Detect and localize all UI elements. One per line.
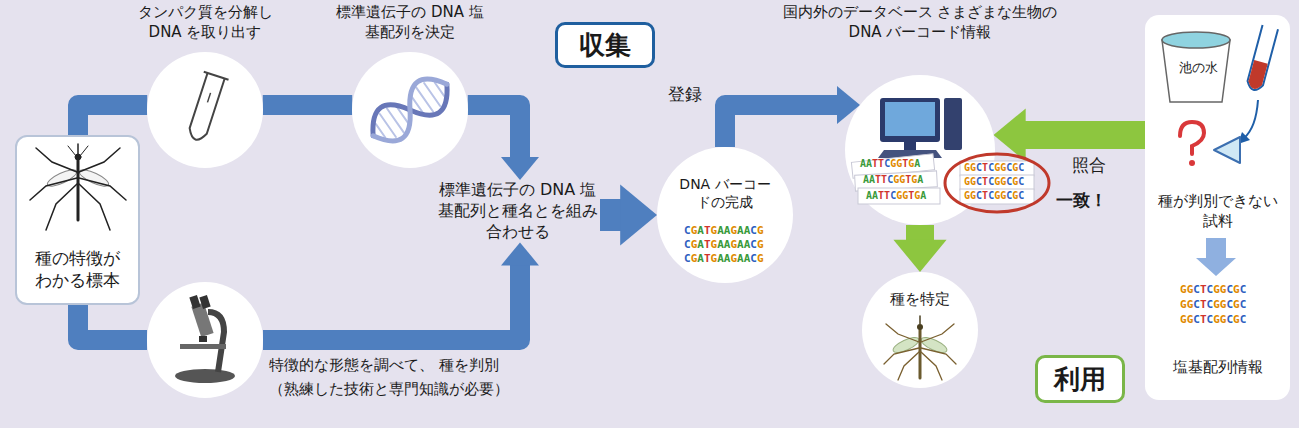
sequence-text: AATTCGGTGA xyxy=(866,190,926,202)
question-mark-dot xyxy=(1189,160,1195,166)
flow-band xyxy=(906,225,934,241)
circle-shape xyxy=(147,282,263,398)
arrow-head xyxy=(893,240,946,272)
flow-band xyxy=(78,105,147,135)
mosquito-icon xyxy=(884,316,956,380)
match-ring xyxy=(945,154,1049,212)
flow-arrow xyxy=(263,242,539,340)
circle-shape xyxy=(862,272,978,388)
computer-icon xyxy=(878,98,962,158)
circle-shape xyxy=(147,52,263,168)
flow-band xyxy=(600,199,621,231)
sequence-text: GGCTCGGCGC xyxy=(1180,283,1246,296)
node-text: 種の特徴がわかる標本 xyxy=(17,247,138,291)
node-text: 標準遺伝子の DNA 塩基配列を決定 xyxy=(330,3,490,42)
flow-arrow xyxy=(78,105,147,135)
node-text: 種を特定 xyxy=(862,290,978,310)
sequence-card xyxy=(851,154,1034,204)
sample-tube-icon xyxy=(1246,25,1278,92)
arrow-head xyxy=(993,108,1025,161)
node-text: 収集 xyxy=(579,32,631,58)
sequence-text: GGCTCGGCGC xyxy=(964,162,1024,174)
sequence-text: GGCTCGGCGC xyxy=(1180,298,1246,311)
node-text: タンパク質を分解し DNA を取り出す xyxy=(133,3,277,42)
node-text: DNA バーコードの完成 xyxy=(675,175,775,211)
arrow-head xyxy=(501,157,539,180)
sequence-text: GGCTCGGCGC xyxy=(964,190,1024,202)
test-tube-icon xyxy=(183,72,228,144)
flow-band xyxy=(1025,121,1145,149)
flow-arrow xyxy=(600,185,657,246)
sequence-text: AATTCGGTGA xyxy=(860,158,920,170)
microscope-icon xyxy=(175,295,235,383)
node-text: 種が判別できない試料 xyxy=(1155,192,1280,231)
sequence-text: CGATGAAGAACG xyxy=(684,224,764,237)
merge-step: 標準遺伝子の DNA 塩基配列と種名とを組み合わせる xyxy=(435,180,600,242)
node-text: 利用 xyxy=(1054,366,1106,392)
result-circle: 種を特定 xyxy=(862,272,978,388)
node-text: 国内外のデータベース さまざまな生物の DNA バーコード情報 xyxy=(775,3,1065,42)
flow-band xyxy=(725,105,838,147)
flow-arrow xyxy=(893,225,946,272)
mosquito-icon xyxy=(30,144,126,230)
arrow-head xyxy=(620,185,657,246)
flow-band xyxy=(263,264,520,340)
database-circle: 国内外のデータベース さまざまな生物の DNA バーコード情報 xyxy=(845,75,995,225)
flow-band xyxy=(263,95,352,115)
question-mark xyxy=(1180,122,1204,154)
sequence-text: GGCTCGGCGC xyxy=(1180,313,1246,326)
label-text: 一致！ xyxy=(1056,190,1107,210)
transfer-arrow xyxy=(1244,100,1258,138)
sequence-text: AATTCGGTGA xyxy=(863,174,923,186)
flow-band xyxy=(78,305,147,340)
flow-arrow xyxy=(263,105,352,106)
sequence-text: CGATGAAGAACG xyxy=(684,252,764,265)
sequence-text: CGATGAAGAACG xyxy=(684,238,764,251)
sequence-text: GGCTCGGCGC xyxy=(964,176,1024,188)
phase-tag: 利用 xyxy=(1035,355,1125,403)
node-text: 塩基配列情報 xyxy=(1145,358,1290,378)
sample-piece xyxy=(1214,137,1240,163)
phase-tag: 収集 xyxy=(555,22,655,68)
circle-shape xyxy=(352,52,468,168)
bucket-icon xyxy=(1162,32,1230,102)
edge-label: 照合 xyxy=(1072,155,1106,175)
label-text: 池の水 xyxy=(1179,60,1218,76)
arrow-head xyxy=(501,242,539,265)
node-text: （熟練した技術と専門知識が必要） xyxy=(269,380,509,400)
flow-arrow xyxy=(78,305,147,340)
flow-arrow xyxy=(993,108,1145,161)
specimen-box: 種の特徴がわかる標本 xyxy=(15,135,140,305)
step-circle: 特徴的な形態を調べて、 種を判別（熟練した技術と専門知識が必要） xyxy=(147,282,263,398)
flow-arrow xyxy=(725,86,860,147)
dna-helix-icon xyxy=(362,69,457,151)
edge-label: 登録 xyxy=(668,84,702,104)
circle-shape xyxy=(845,75,995,225)
flow-band xyxy=(468,105,520,158)
step-circle: タンパク質を分解し DNA を取り出す xyxy=(147,52,263,168)
flow-arrow xyxy=(468,105,539,180)
down-arrow xyxy=(1196,238,1236,276)
node-text: 特徴的な形態を調べて、 種を判別 xyxy=(269,356,499,376)
node-text: 標準遺伝子の DNA 塩基配列と種名とを組み合わせる xyxy=(435,180,600,242)
transfer-arrow-head xyxy=(1238,132,1250,144)
step-circle: 標準遺伝子の DNA 塩基配列を決定 xyxy=(352,52,468,168)
